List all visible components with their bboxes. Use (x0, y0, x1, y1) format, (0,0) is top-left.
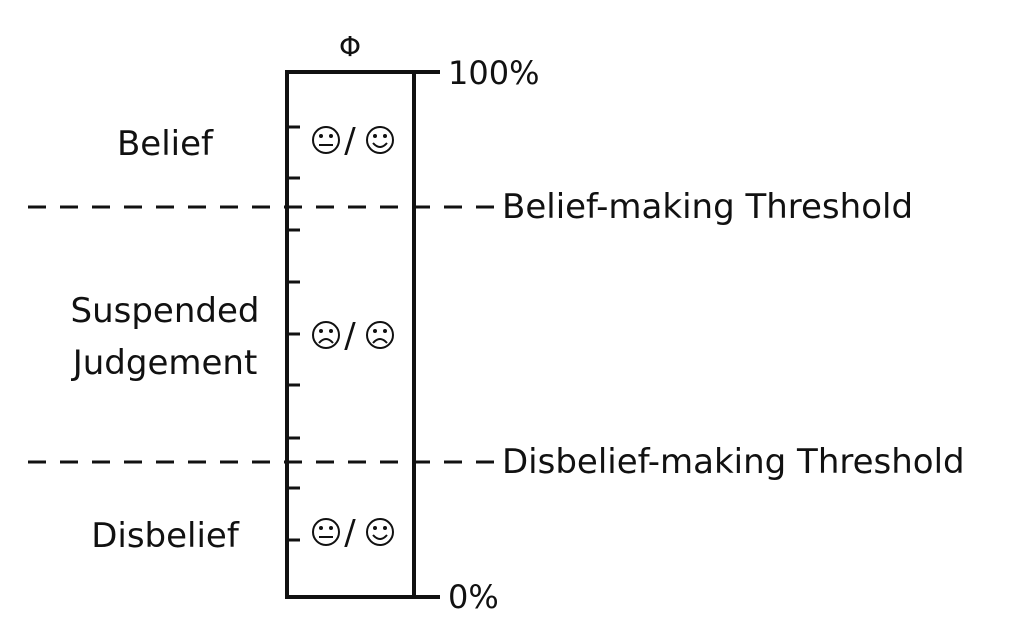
face-separator: / (344, 121, 356, 161)
smiling-face-icon (366, 518, 394, 546)
scale-ticks (287, 125, 300, 542)
disbelief-threshold-label: Disbelief-making Threshold (502, 442, 965, 482)
belief-label: Belief (117, 124, 214, 164)
smiling-face-icon (366, 126, 394, 154)
frowning-face-icon (312, 321, 340, 349)
judgement-label: Judgement (71, 343, 258, 383)
neutral-face-icon (312, 518, 340, 546)
belief-threshold-label: Belief-making Threshold (502, 187, 913, 227)
neutral-face-icon (312, 126, 340, 154)
face-separator: / (344, 316, 356, 356)
label-100-percent: 100% (448, 54, 539, 92)
disbelief-label: Disbelief (91, 516, 240, 556)
suspended-label: Suspended (71, 291, 260, 331)
face-separator: / (344, 513, 356, 553)
label-0-percent: 0% (448, 578, 499, 616)
frowning-face-icon (366, 321, 394, 349)
faces: / / / (312, 121, 394, 553)
phi-title: Φ (339, 30, 361, 63)
